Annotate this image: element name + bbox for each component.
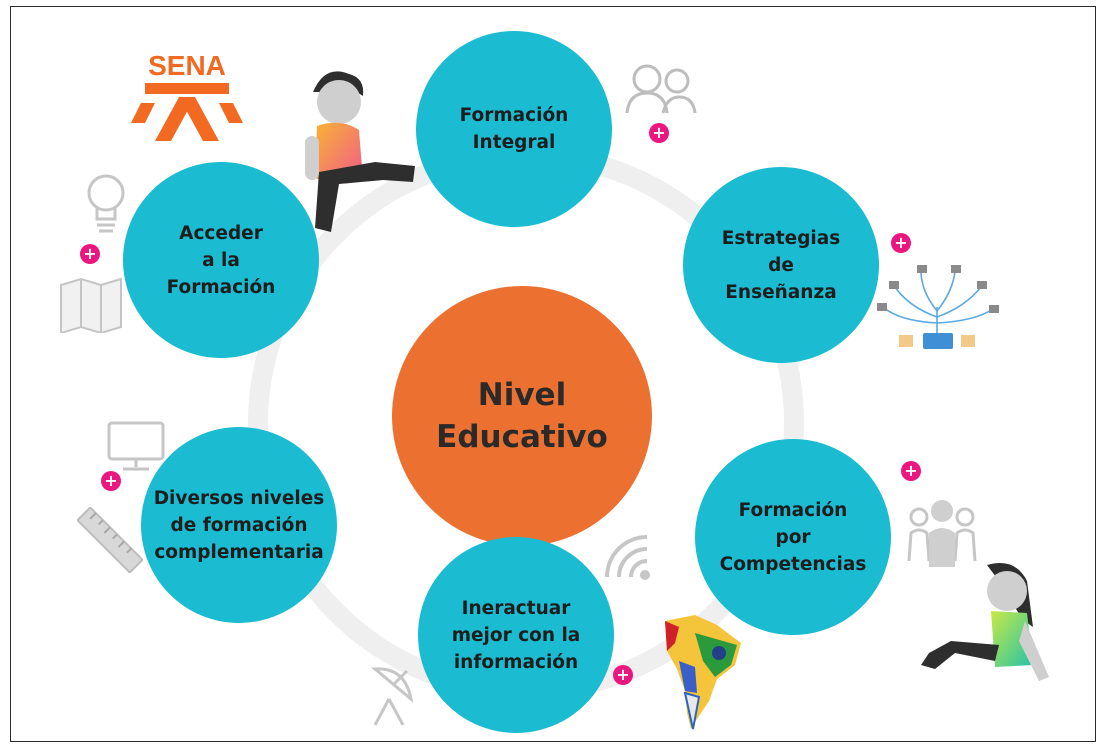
- center-line-2: Educativo: [436, 419, 608, 455]
- girl-character-icon: [921, 563, 1049, 681]
- node-line: Competencias: [719, 553, 867, 575]
- boy-character-icon: [305, 71, 415, 232]
- ruler-icon: [77, 507, 143, 573]
- plus-button-interactuar[interactable]: +: [613, 665, 633, 685]
- plus-button-competencias[interactable]: +: [901, 461, 921, 481]
- node-line: de formación: [170, 514, 308, 536]
- center-node: Nivel Educativo: [392, 286, 652, 546]
- monitor-icon: [107, 421, 165, 471]
- node-line: Diversos niveles: [153, 487, 325, 509]
- sena-logo: SENA: [131, 50, 243, 141]
- map-icon: [60, 277, 122, 333]
- node-line: información: [453, 651, 579, 673]
- south-america-map-icon: [665, 615, 741, 730]
- node-acceder-formacion[interactable]: Acceder a la Formación: [123, 162, 319, 358]
- lightbulb-icon: [87, 174, 125, 233]
- node-line: Enseñanza: [725, 281, 837, 303]
- people-icon: [625, 64, 697, 114]
- node-line: a la: [202, 249, 240, 271]
- group-people-icon: [907, 500, 977, 567]
- node-line: Estrategias: [721, 227, 841, 249]
- node-line: Ineractuar: [461, 597, 571, 619]
- node-interactuar-informacion[interactable]: Ineractuar mejor con la información: [418, 537, 614, 733]
- node-estrategias-ensenanza[interactable]: Estrategias de Enseñanza: [683, 167, 879, 363]
- node-formacion-integral[interactable]: Formación Integral: [416, 31, 612, 227]
- plus-button-formacion-integral[interactable]: +: [649, 123, 669, 143]
- node-line: Formación: [459, 105, 569, 126]
- node-diversos-niveles[interactable]: Diversos niveles de formación complement…: [141, 427, 337, 623]
- satellite-dish-icon: [371, 667, 414, 726]
- diagram-frame: SENA: [10, 6, 1096, 742]
- node-line: mejor con la: [451, 624, 581, 646]
- node-line: Formación: [166, 276, 276, 298]
- network-tree-icon: [877, 265, 999, 349]
- sena-logo-text: SENA: [148, 50, 226, 81]
- node-formacion-competencias[interactable]: Formación por Competencias: [695, 439, 891, 635]
- node-line: Integral: [472, 132, 556, 153]
- plus-button-acceder[interactable]: +: [80, 244, 100, 264]
- center-line-1: Nivel: [477, 377, 567, 413]
- node-line: por: [775, 526, 811, 548]
- plus-button-estrategias[interactable]: +: [891, 233, 911, 253]
- node-line: complementaria: [154, 541, 324, 563]
- wifi-icon: [605, 535, 650, 580]
- node-line: de: [768, 254, 794, 276]
- node-line: Acceder: [179, 222, 263, 244]
- node-line: Formación: [738, 499, 848, 521]
- plus-button-diversos[interactable]: +: [101, 471, 121, 491]
